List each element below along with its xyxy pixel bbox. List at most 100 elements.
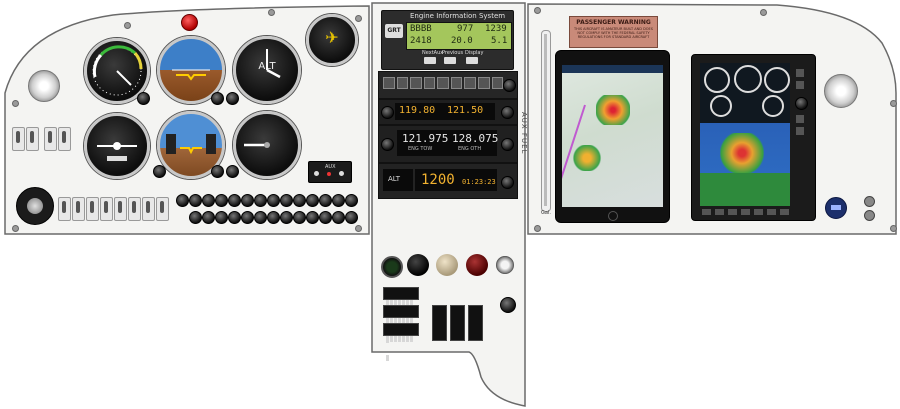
efis-soft-key[interactable] (754, 209, 763, 215)
ignition-switch[interactable] (16, 187, 54, 225)
efis-side-button[interactable] (796, 81, 804, 89)
toggle-switch[interactable] (26, 127, 39, 151)
master-warning-button[interactable] (181, 14, 198, 31)
lower-knob-beige[interactable] (436, 254, 458, 276)
circuit-breaker[interactable] (319, 194, 332, 207)
audio-button[interactable] (491, 77, 504, 89)
audio-button[interactable] (450, 77, 463, 89)
vsi-knob[interactable] (226, 165, 239, 178)
circuit-breaker[interactable] (176, 194, 189, 207)
toggle-switch[interactable] (100, 197, 113, 221)
circuit-breaker[interactable] (306, 211, 319, 224)
toggle-switch[interactable] (58, 197, 71, 221)
audio-button[interactable] (477, 77, 490, 89)
circuit-breaker[interactable] (254, 194, 267, 207)
efis-soft-key[interactable] (728, 209, 737, 215)
nav-knob-right[interactable] (501, 106, 514, 119)
circuit-breaker[interactable] (228, 211, 241, 224)
circuit-breaker[interactable] (306, 194, 319, 207)
circuit-breaker[interactable] (189, 194, 202, 207)
circuit-breaker[interactable] (345, 211, 358, 224)
com-knob-left[interactable] (381, 138, 394, 151)
circuit-breaker[interactable] (241, 194, 254, 207)
toggle-switch[interactable] (156, 197, 169, 221)
airplane-icon: ✈ (325, 28, 339, 47)
toggle-switch[interactable] (86, 197, 99, 221)
efis-knob[interactable] (795, 97, 808, 110)
toggle-switch[interactable] (72, 197, 85, 221)
xpdr-display: 1200 01:23:23 (415, 169, 497, 191)
usb-port[interactable] (825, 197, 847, 219)
efis-side-button[interactable] (796, 115, 804, 123)
efis-side-button[interactable] (796, 127, 804, 135)
circuit-breaker[interactable] (345, 194, 358, 207)
aux-audio-panel[interactable]: AUX (308, 161, 352, 183)
toggle-switch[interactable] (114, 197, 127, 221)
circuit-breaker[interactable] (267, 211, 280, 224)
efis-soft-key[interactable] (741, 209, 750, 215)
nav-knob-left[interactable] (381, 106, 394, 119)
circuit-breaker[interactable] (267, 194, 280, 207)
circuit-breaker[interactable] (241, 211, 254, 224)
circuit-breaker[interactable] (280, 211, 293, 224)
toggle-switch[interactable] (58, 127, 71, 151)
circuit-breaker[interactable] (202, 211, 215, 224)
efis-knob[interactable] (211, 165, 224, 178)
efis-soft-key[interactable] (767, 209, 776, 215)
circuit-breaker[interactable] (215, 211, 228, 224)
circuit-breaker[interactable] (332, 211, 345, 224)
efis-soft-key[interactable] (780, 209, 789, 215)
panel-light-left[interactable] (28, 70, 60, 102)
circuit-breaker[interactable] (332, 194, 345, 207)
audio-button[interactable] (396, 77, 409, 89)
small-switch[interactable] (864, 196, 875, 207)
trim-knob[interactable] (500, 297, 516, 313)
lower-knob-red[interactable] (466, 254, 488, 276)
efis-gauge-ring (734, 65, 762, 93)
audio-button[interactable] (383, 77, 395, 89)
eis-val-5: 5.1 (491, 36, 508, 46)
circuit-breaker[interactable] (228, 194, 241, 207)
xpdr-knob[interactable] (501, 176, 514, 189)
circuit-breaker[interactable] (189, 211, 202, 224)
audio-button[interactable] (410, 77, 422, 89)
panel-light-right[interactable] (824, 74, 858, 108)
small-switch[interactable] (864, 210, 875, 221)
circuit-breaker[interactable] (215, 194, 228, 207)
eis-next-button[interactable] (424, 57, 436, 64)
turn-knob[interactable] (153, 165, 166, 178)
attitude-knob[interactable] (211, 92, 224, 105)
audio-button[interactable] (464, 77, 476, 89)
efis-soft-key[interactable] (702, 209, 711, 215)
eis-display-button[interactable] (466, 57, 478, 64)
lower-knob-black[interactable] (407, 254, 429, 276)
xpdr-mode-display: ALT (383, 169, 413, 191)
xpdr-code: 1200 (421, 172, 455, 188)
audio-volume-knob[interactable] (503, 79, 516, 92)
circuit-breaker[interactable] (280, 194, 293, 207)
circuit-breaker[interactable] (202, 194, 215, 207)
com-knob-right[interactable] (501, 138, 514, 151)
circuit-breaker[interactable] (319, 211, 332, 224)
circuit-breaker[interactable] (293, 194, 306, 207)
efis-side-button[interactable] (796, 69, 804, 77)
screw (12, 100, 19, 107)
circuit-breaker[interactable] (254, 211, 267, 224)
efis-soft-key[interactable] (715, 209, 724, 215)
toggle-switch[interactable] (142, 197, 155, 221)
toggle-switch[interactable] (12, 127, 25, 151)
toggle-switch[interactable] (44, 127, 57, 151)
toggle-switch[interactable] (128, 197, 141, 221)
audio-button[interactable] (437, 77, 449, 89)
altimeter-knob[interactable] (226, 92, 239, 105)
tablet-moving-map[interactable] (555, 50, 670, 223)
efis-screen[interactable] (700, 63, 790, 206)
tablet-toolbar[interactable] (562, 65, 663, 73)
circuit-breaker[interactable] (293, 211, 306, 224)
tablet-home-button[interactable] (608, 211, 618, 221)
airspeed-knob[interactable] (137, 92, 150, 105)
lower-knob-white[interactable] (496, 256, 514, 274)
eis-prev-button[interactable] (444, 57, 456, 64)
audio-button[interactable] (423, 77, 436, 89)
tablet-map-screen[interactable] (562, 65, 663, 207)
